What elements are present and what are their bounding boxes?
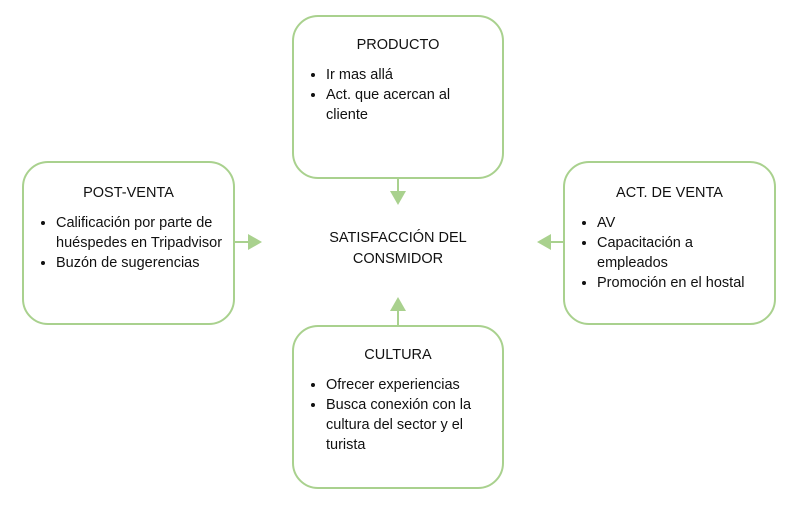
node-post-venta: POST-VENTA Calificación por parte de hué…	[22, 161, 235, 325]
node-title: ACT. DE VENTA	[616, 185, 723, 201]
node-title: CULTURA	[364, 347, 432, 363]
center-line-1: SATISFACCIÓN DEL	[329, 230, 467, 246]
list-item: Ofrecer experiencias	[326, 375, 494, 395]
list-item: AV	[597, 213, 766, 233]
list-item: Busca conexión con la cultura del sector…	[326, 395, 494, 455]
node-producto: PRODUCTO Ir mas allá Act. que acercan al…	[292, 15, 504, 179]
center-line-2: CONSMIDOR	[352, 251, 444, 267]
list-item: Promoción en el hostal	[597, 273, 766, 293]
list-item: Capacitación a empleados	[597, 233, 766, 273]
list-item: Act. que acercan al cliente	[326, 85, 494, 125]
list-item: Calificación por parte de huéspedes en T…	[56, 213, 225, 253]
list-item: Buzón de sugerencias	[56, 253, 225, 273]
node-cultura: CULTURA Ofrecer experiencias Busca conex…	[292, 325, 504, 489]
node-list: AV Capacitación a empleados Promoción en…	[565, 213, 774, 293]
node-title: POST-VENTA	[83, 185, 174, 201]
node-list: Ofrecer experiencias Busca conexión con …	[294, 375, 502, 455]
node-list: Ir mas allá Act. que acercan al cliente	[294, 65, 502, 125]
center-node: SATISFACCIÓN DEL CONSMIDOR	[300, 228, 496, 270]
list-item: Ir mas allá	[326, 65, 494, 85]
node-title: PRODUCTO	[356, 37, 440, 53]
node-list: Calificación por parte de huéspedes en T…	[24, 213, 233, 273]
node-act-de-venta: ACT. DE VENTA AV Capacitación a empleado…	[563, 161, 776, 325]
